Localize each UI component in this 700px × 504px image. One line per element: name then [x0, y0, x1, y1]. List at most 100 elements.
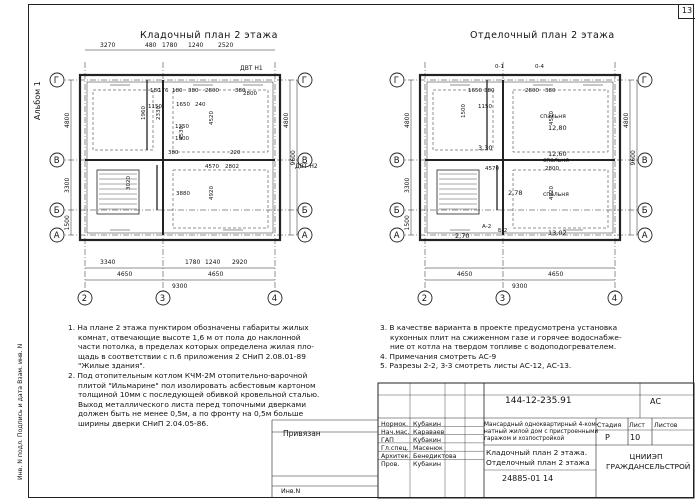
note-line: толщиной 10мм с последующей обивкой кров…	[78, 390, 320, 400]
axis-row-marker-label: Б	[54, 206, 60, 216]
axis-col-marker-label: 3	[160, 294, 165, 304]
dim-label-top: 3270	[100, 42, 115, 49]
dim-label-inner: 180	[150, 88, 161, 94]
room-outline	[512, 89, 609, 153]
drawing-frame	[28, 4, 694, 498]
dim-label-inner: 4520	[549, 111, 555, 125]
note-line: 1. На плане 2 этажа пунктиром обозначены…	[68, 323, 309, 332]
wall	[377, 382, 695, 499]
axis-col-marker-label: 4	[272, 294, 277, 304]
dim-label-bottom: 3340	[100, 259, 115, 266]
tb-sheet: 10	[630, 433, 641, 442]
axis-col-marker	[607, 290, 623, 306]
dim-label-inner: 4920	[549, 186, 555, 200]
dim-label-inner: 3880	[176, 191, 190, 197]
dim-label-inner: 1150	[148, 104, 162, 110]
note-line: Выход металлического листа перед топочны…	[78, 399, 307, 409]
dim-label-inner: 1350	[175, 124, 189, 130]
axis-row-marker	[389, 227, 405, 243]
dim-label: 4650	[457, 271, 472, 278]
axis-row-marker	[49, 202, 65, 218]
dim-label-inner: 4920	[209, 186, 215, 200]
note-line: плитой "Ильмарине" пол изолировать асбес…	[78, 380, 316, 390]
note-line: щадь в соответствии с п.6 приложения 2 С…	[78, 351, 306, 361]
dim-label: 1500	[64, 215, 71, 230]
dim-label-inner: 2802	[225, 164, 239, 170]
room-outline	[172, 89, 269, 153]
dim-label: 3300	[404, 178, 411, 193]
tb-inv: Инв.N	[281, 488, 301, 495]
dim-label-top: 1240	[188, 42, 203, 49]
dim-label-inner: 2800	[545, 166, 559, 172]
window-label: ДВТ Н1	[240, 65, 263, 72]
axis-row-marker	[297, 72, 313, 88]
axis-row-marker-label: В	[302, 156, 308, 166]
window-label: ДВТ Н2	[295, 163, 318, 170]
room-outline	[172, 169, 269, 229]
tb-sheet-label: Лист	[629, 422, 645, 429]
room-area: 3,30	[478, 144, 492, 152]
dim-label-inner: 2330	[156, 106, 162, 120]
note-line: "Жилые здания".	[78, 361, 146, 371]
axis-row-marker	[389, 202, 405, 218]
dim-label: 4800	[64, 113, 71, 128]
note-line: 3. В качестве варианта в проекте предусм…	[380, 323, 618, 332]
note-line: 2. Под отопительным котлом КЧМ-2М отопит…	[68, 370, 308, 380]
tb-roles: Нормок.Нач.мас.ГАП Гл.спец.Архитек.Пров.	[381, 421, 411, 468]
axis-row-marker-label: А	[302, 231, 308, 241]
tb-sheets-label: Листов	[654, 422, 678, 429]
dim-label-inner: 1650	[176, 102, 190, 108]
tb-stage: Р	[605, 433, 610, 442]
dim-label-inner: 4530	[179, 126, 185, 140]
note-line: ние от котла на твердом топливе с водопо…	[390, 342, 617, 352]
note-line: комнат, отвечающие высоте 1,6 м от пола …	[78, 332, 301, 342]
wall	[418, 73, 622, 242]
room-area: 12,60	[548, 150, 567, 158]
axis-row-marker	[637, 152, 653, 168]
note-line: 5. Разрезы 2-2, 3-3 смотреть листы АС-12…	[380, 361, 572, 371]
axis-row-marker-label: Б	[394, 206, 400, 216]
dim-label-inner: 1500	[175, 136, 189, 142]
dim-label: 1500	[404, 215, 411, 230]
axis-col-marker-label: 2	[82, 294, 87, 304]
dim-label: 9300	[512, 283, 527, 290]
axis-row-marker-label: В	[394, 156, 400, 166]
axis-row-marker-label: Г	[394, 76, 399, 86]
dim-label-inner: 2800	[205, 88, 219, 94]
dim-label-inner: 380	[545, 88, 556, 94]
dim-label-bottom: 1240	[205, 259, 220, 266]
room-area: 2,78	[508, 189, 522, 197]
room-area: 2,70	[455, 232, 469, 240]
axis-row-marker	[49, 72, 65, 88]
room-outline	[92, 89, 154, 151]
room-name: спальня	[540, 113, 566, 120]
dim-label-inner: 380	[235, 88, 246, 94]
axis-row-marker	[389, 72, 405, 88]
dim-label-inner: 2800	[243, 91, 257, 97]
axis-col-marker-label: 2	[422, 294, 427, 304]
axis-row-marker-label: В	[642, 156, 648, 166]
dim-label: 9600	[290, 150, 297, 165]
axis-row-marker-label: А	[394, 231, 400, 241]
dim-label-inner: 176	[158, 88, 169, 94]
room-name: спальня	[543, 191, 569, 198]
section-mark: А-2	[482, 224, 491, 230]
axis-row-marker-label: А	[54, 231, 60, 241]
axis-row-marker-label: Г	[54, 76, 59, 86]
dim-label-top: 1780	[162, 42, 177, 49]
dim-label-inner: 3020	[126, 176, 132, 190]
tb-project-name: Мансардный одноквартирный 4-ком-натный ж…	[484, 422, 599, 443]
axis-col-marker	[155, 290, 171, 306]
section-mark: 0-4	[535, 64, 544, 70]
sheet-number: 13	[678, 4, 695, 19]
axis-row-marker-label: А	[642, 231, 648, 241]
axis-row-marker	[297, 152, 313, 168]
dim-label-inner: 4570	[485, 166, 499, 172]
dim-label-inner: 1960	[141, 106, 147, 120]
tb-footer: 24885-01 14	[502, 474, 554, 483]
dim-label: 3300	[64, 178, 71, 193]
axis-row-marker-label: В	[54, 156, 60, 166]
